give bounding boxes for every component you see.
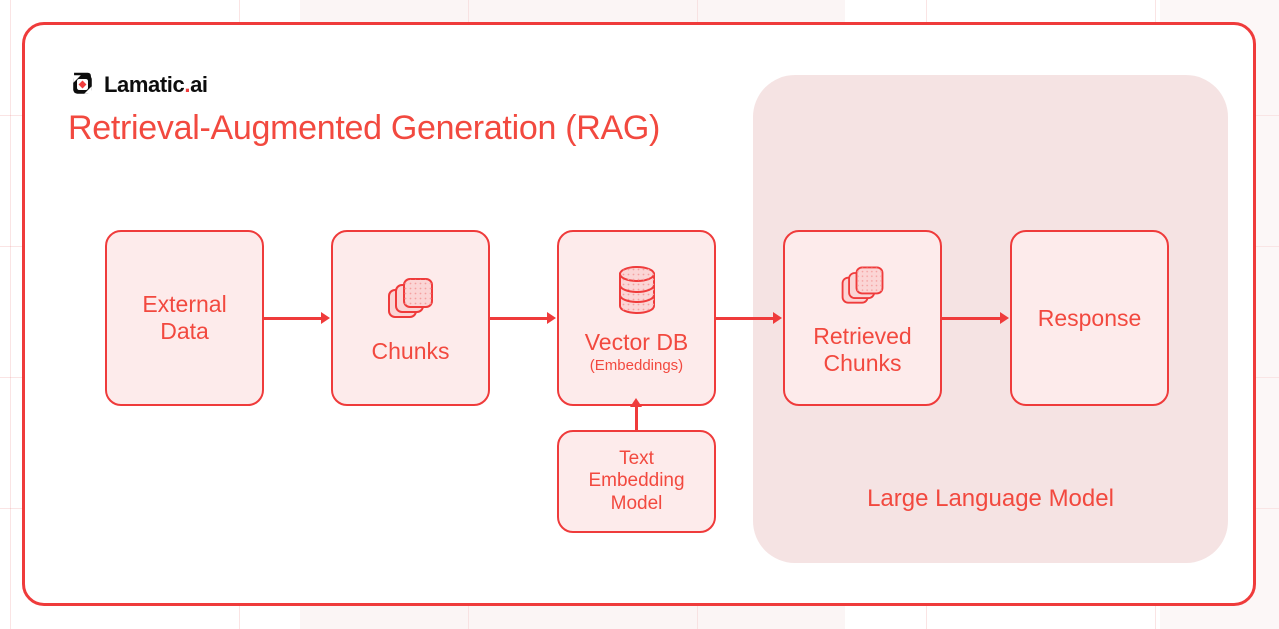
node-retrieved-chunks-line2: Chunks — [823, 349, 902, 376]
node-external-data-line1: External — [142, 291, 227, 318]
stacked-cards-icon — [835, 260, 891, 318]
connector-retrieved-chunks-to-response — [942, 317, 1001, 320]
connector-vector-db-to-retrieved-chunks — [716, 317, 774, 320]
diagram-card: Lamatic.ai Retrieval-Augmented Generatio… — [22, 22, 1256, 606]
arrowhead-vector-db-to-retrieved-chunks — [773, 312, 782, 324]
database-cylinder-icon — [611, 262, 663, 324]
brand-lockup: Lamatic.ai — [69, 71, 208, 98]
arrowhead-external-data-to-chunks — [321, 312, 330, 324]
connector-text-embedding-model-to-vector-db — [635, 406, 638, 432]
arrowhead-retrieved-chunks-to-response — [1000, 312, 1009, 324]
arrowhead-text-embedding-model-to-vector-db — [630, 398, 642, 407]
node-retrieved-chunks-line1: Retrieved — [813, 323, 912, 350]
node-text-embedding-model-line3: Model — [610, 492, 663, 514]
node-vector-db-sublabel: (Embeddings) — [589, 356, 684, 374]
connector-external-data-to-chunks — [264, 317, 322, 320]
node-text-embedding-model-line1: Text — [619, 448, 654, 470]
node-external-data[interactable]: External Data — [105, 230, 264, 406]
brand-name-dot: . — [184, 71, 191, 97]
brand-name-suffix: ai — [190, 71, 208, 97]
brand-name: Lamatic.ai — [104, 71, 208, 97]
node-text-embedding-model[interactable]: Text Embedding Model — [557, 430, 716, 533]
node-response-label: Response — [1037, 304, 1142, 331]
arrowhead-chunks-to-vector-db — [547, 312, 556, 324]
node-external-data-line2: Data — [160, 318, 209, 344]
node-response[interactable]: Response — [1010, 230, 1169, 406]
stacked-cards-icon — [383, 271, 439, 333]
node-text-embedding-model-line2: Embedding — [588, 470, 685, 492]
page-title: Retrieval-Augmented Generation (RAG) — [68, 109, 661, 147]
node-retrieved-chunks[interactable]: Retrieved Chunks — [783, 230, 942, 406]
brand-name-main: Lamatic — [104, 71, 185, 97]
large-language-model-label: Large Language Model — [867, 485, 1114, 512]
node-chunks[interactable]: Chunks — [331, 230, 490, 406]
node-vector-db-label: Vector DB — [584, 329, 689, 356]
lamatic-diamond-logo-icon — [69, 71, 96, 98]
connector-chunks-to-vector-db — [490, 317, 548, 320]
node-chunks-label: Chunks — [371, 338, 450, 365]
node-vector-db[interactable]: Vector DB (Embeddings) — [557, 230, 716, 406]
